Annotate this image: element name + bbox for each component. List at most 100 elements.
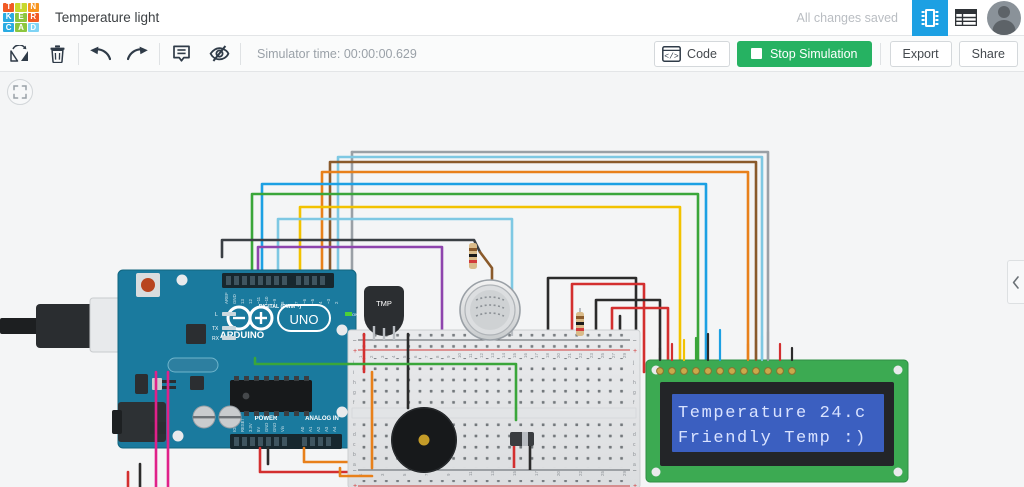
svg-text:j: j xyxy=(352,360,354,366)
breadboard-large[interactable]: – – + + – – + + xyxy=(347,329,641,487)
export-button[interactable]: Export xyxy=(889,40,952,67)
fit-view-button[interactable] xyxy=(7,79,33,105)
logo-tile-5: R xyxy=(27,12,39,23)
svg-text:h: h xyxy=(353,380,356,386)
svg-text:A0: A0 xyxy=(300,426,305,432)
stop-square-icon xyxy=(750,48,762,59)
svg-text:7: 7 xyxy=(424,355,429,358)
notes-button[interactable] xyxy=(162,39,200,69)
svg-text:a: a xyxy=(633,462,636,468)
redo-button[interactable] xyxy=(119,39,157,69)
share-button[interactable]: Share xyxy=(958,40,1018,67)
svg-text:22: 22 xyxy=(578,353,583,358)
svg-text:29: 29 xyxy=(622,471,627,476)
toolbar-edit-group xyxy=(0,36,76,72)
svg-text:20: 20 xyxy=(556,353,561,358)
logo-tile-8: D xyxy=(27,23,39,33)
svg-text:12: 12 xyxy=(479,353,484,358)
trash-icon xyxy=(50,44,64,63)
components-list-button[interactable] xyxy=(948,0,984,36)
svg-text:8: 8 xyxy=(280,301,285,304)
piezo-buzzer[interactable] xyxy=(391,407,457,473)
wire-bundle-breadboard xyxy=(253,332,518,478)
svg-text:i: i xyxy=(633,370,634,376)
svg-text:A2: A2 xyxy=(316,426,321,432)
svg-text:–: – xyxy=(633,338,637,344)
rotate-button[interactable] xyxy=(0,39,38,69)
export-button-label: Export xyxy=(902,46,939,61)
svg-text:h: h xyxy=(633,380,636,386)
svg-text:d: d xyxy=(633,432,636,438)
chip-icon xyxy=(921,8,939,27)
svg-text:29: 29 xyxy=(622,353,627,358)
toolbar-divider-4 xyxy=(879,42,881,65)
svg-text:5: 5 xyxy=(402,473,407,476)
toolbar-notes-group xyxy=(162,36,238,72)
svg-text:–: – xyxy=(353,468,357,474)
usb-cable xyxy=(0,297,133,353)
svg-text:IOREF: IOREF xyxy=(232,419,237,432)
svg-text:27: 27 xyxy=(611,353,616,358)
svg-text:25: 25 xyxy=(600,353,605,358)
code-button[interactable]: </> Code xyxy=(654,40,730,67)
arduino-model-label: UNO xyxy=(290,312,319,327)
lcd-pin-row xyxy=(656,367,796,375)
svg-text:2: 2 xyxy=(369,355,374,358)
circuit-view-button[interactable] xyxy=(912,0,948,36)
components-panel-toggle[interactable] xyxy=(1007,260,1024,304)
svg-text:1: 1 xyxy=(358,473,363,476)
arduino-uno[interactable]: AREF GND 13 12 ~11 ~10 ~9 8 7 ~6 ~5 4 ~3… xyxy=(0,269,358,449)
code-button-label: Code xyxy=(687,46,717,61)
svg-text:b: b xyxy=(353,452,356,458)
svg-text:15: 15 xyxy=(512,353,517,358)
arduino-digital-label: DIGITAL (PWM ~) xyxy=(259,304,302,310)
toolbar-divider-3 xyxy=(240,42,241,65)
toolbar-divider-1 xyxy=(78,42,79,65)
share-button-label: Share xyxy=(971,46,1005,61)
tinkercad-logo[interactable]: T I N K E R C A D xyxy=(3,2,39,33)
avatar[interactable] xyxy=(987,0,1021,35)
svg-text:f: f xyxy=(633,400,635,406)
hide-notes-button[interactable] xyxy=(200,39,238,69)
logo-tile-0: T xyxy=(3,2,15,12)
arduino-power-label: POWER xyxy=(255,416,278,422)
simulator-time-label: Simulator time: 00:00:00.629 xyxy=(257,46,417,61)
svg-text:7: 7 xyxy=(294,301,299,304)
document-title[interactable]: Temperature light xyxy=(55,10,160,25)
svg-text:a: a xyxy=(353,462,356,468)
logo-tile-2: N xyxy=(27,2,39,12)
tmp36-sensor[interactable]: TMP xyxy=(364,286,404,340)
resistor-1[interactable] xyxy=(469,243,477,269)
logo-tile-3: K xyxy=(3,12,15,23)
svg-text:23: 23 xyxy=(589,353,594,358)
svg-text:5V: 5V xyxy=(256,427,261,432)
svg-text:e: e xyxy=(353,422,356,428)
svg-text:9: 9 xyxy=(446,355,451,358)
svg-text:~9: ~9 xyxy=(272,298,277,304)
svg-text:~5: ~5 xyxy=(310,298,315,304)
svg-text:7: 7 xyxy=(424,473,429,476)
svg-text:20: 20 xyxy=(556,471,561,476)
stop-simulation-button[interactable]: Stop Simulation xyxy=(736,40,872,67)
svg-text:6: 6 xyxy=(413,355,418,358)
fit-view-icon xyxy=(13,85,27,99)
circuit-canvas[interactable]: AREF GND 13 12 ~11 ~10 ~9 8 7 ~6 ~5 4 ~3… xyxy=(0,72,1024,487)
svg-text:13: 13 xyxy=(490,471,495,476)
arduino-infinity-logo xyxy=(226,305,274,331)
svg-text:18: 18 xyxy=(545,353,550,358)
resistor-2[interactable] xyxy=(576,308,584,336)
breadboard-transistor[interactable] xyxy=(510,432,534,470)
svg-text:+: + xyxy=(633,483,637,487)
svg-text:4: 4 xyxy=(391,355,396,358)
delete-button[interactable] xyxy=(38,39,76,69)
wire-bundle-top xyxy=(220,150,770,374)
lcd-16x2[interactable]: Temperature 24.c Friendly Temp :) xyxy=(645,359,909,483)
photoresistor[interactable] xyxy=(459,279,521,341)
svg-text:17: 17 xyxy=(534,471,539,476)
svg-text:11: 11 xyxy=(468,471,473,476)
svg-text:~6: ~6 xyxy=(302,298,307,304)
logo-tile-7: A xyxy=(15,23,27,33)
undo-button[interactable] xyxy=(81,39,119,69)
svg-text:GND: GND xyxy=(264,423,269,432)
